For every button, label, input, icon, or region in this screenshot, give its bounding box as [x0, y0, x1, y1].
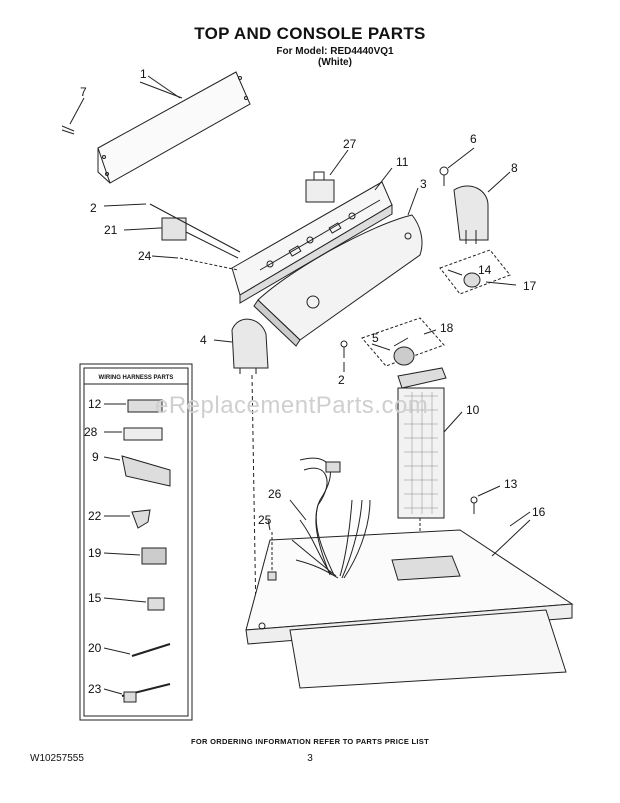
model-line: For Model: RED4440VQ1	[276, 46, 394, 57]
page-title: TOP AND CONSOLE PARTS	[194, 24, 426, 43]
callout-13: 13	[504, 477, 518, 491]
callout-20: 20	[88, 641, 102, 655]
callout-21: 21	[104, 223, 118, 237]
part-screw-13	[470, 485, 501, 514]
part-rear-bracket	[97, 71, 251, 184]
callout-7: 7	[80, 85, 87, 99]
callout-10: 10	[466, 403, 480, 417]
callout-4: 4	[200, 333, 207, 347]
part-top-panel	[245, 519, 574, 689]
part-thermal-25	[267, 532, 277, 581]
wiring-box-title: WIRING HARNESS PARTS	[99, 375, 174, 381]
callout-27: 27	[343, 137, 357, 151]
callout-12: 12	[88, 397, 102, 411]
part-console-panel	[253, 187, 423, 347]
callout-28: 28	[84, 425, 98, 439]
callout-2-lower: 2	[338, 373, 345, 387]
callout-25: 25	[258, 513, 272, 527]
wiring-parts-box	[79, 363, 193, 721]
callout-26: 26	[268, 487, 282, 501]
ordering-note: FOR ORDERING INFORMATION REFER TO PARTS …	[191, 737, 429, 746]
part-wiring-harness	[289, 457, 371, 579]
part-knob-group-18	[361, 317, 445, 367]
screw-24-line	[179, 257, 239, 271]
callout-14: 14	[478, 263, 492, 277]
model-subtitle: For Model: RED4440VQ1 (White)	[0, 46, 620, 68]
main-leader-lines	[103, 75, 531, 531]
callout-5: 5	[372, 331, 379, 345]
callout-2-upper: 2	[90, 201, 97, 215]
part-screw-2-lower	[340, 340, 348, 358]
watermark: eReplacementParts.com	[155, 392, 429, 419]
callout-8: 8	[511, 161, 518, 175]
screw-2-upper-line	[149, 203, 241, 253]
part-connector-21	[158, 217, 239, 259]
callout-16: 16	[532, 505, 546, 519]
callout-22: 22	[88, 509, 102, 523]
callout-18: 18	[440, 321, 454, 335]
part-end-cap-right	[453, 171, 511, 244]
callout-6: 6	[470, 132, 477, 146]
wiring-parts-icons	[121, 399, 171, 703]
part-knob-group-17	[439, 249, 517, 295]
part-console-frame	[231, 167, 393, 304]
callout-9: 9	[92, 450, 99, 464]
callout-11: 11	[396, 155, 409, 169]
wiring-leader-lines	[103, 403, 147, 695]
callout-15: 15	[88, 591, 102, 605]
callout-23: 23	[88, 682, 102, 696]
callout-17: 17	[523, 279, 537, 293]
callout-24: 24	[138, 249, 152, 263]
part-lint-housing	[397, 367, 463, 548]
callout-19: 19	[88, 546, 102, 560]
document-number: W10257555	[30, 753, 84, 764]
part-screw-6	[439, 147, 475, 186]
page-number: 3	[307, 753, 313, 764]
part-end-cap-left	[213, 318, 269, 374]
part-screw-7	[61, 97, 85, 135]
callout-3: 3	[420, 177, 427, 191]
assembly-guide-line	[251, 374, 257, 621]
part-switch-27	[305, 149, 349, 203]
callout-1: 1	[140, 67, 147, 81]
color-line: (White)	[318, 57, 352, 68]
